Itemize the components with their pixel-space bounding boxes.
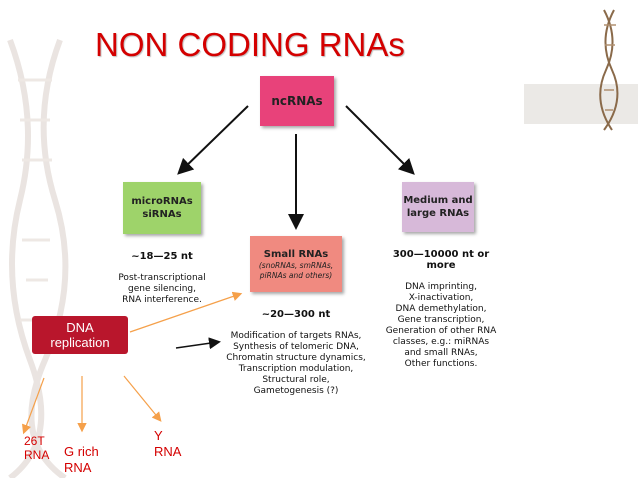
small-rna-node: Small RNAs (snoRNAs, smRNAs, piRNAs and … xyxy=(250,236,342,292)
dna-replication-line-1: DNA xyxy=(66,320,94,335)
microrna-range: ~18—25 nt xyxy=(131,251,193,262)
arrow-dna-to-y xyxy=(123,375,162,422)
leaf-26t-line-1: 26T xyxy=(24,434,45,448)
leaf-g-rich-rna: G rich RNA xyxy=(64,444,99,476)
arrow-dna-to-small xyxy=(129,291,243,333)
microrna-functions: Post-transcriptional gene silencing, RNA… xyxy=(118,273,206,305)
small-rna-functions: Modification of targets RNAs, Synthesis … xyxy=(226,331,366,396)
leaf-y-rna: Y RNA xyxy=(154,428,181,460)
leaf-grich-line-1: G rich xyxy=(64,444,99,459)
leaf-grich-line-2: RNA xyxy=(64,460,92,475)
dna-replication-box: DNA replication xyxy=(32,316,128,354)
arrow-dna-to-26t xyxy=(21,377,45,435)
small-rna-range: ~20—300 nt xyxy=(261,309,331,320)
dna-replication-line-2: replication xyxy=(50,335,110,350)
arrow-to-medium xyxy=(345,105,415,175)
leaf-y-line-2: RNA xyxy=(154,444,182,459)
large-rna-functions: DNA imprinting, X-inactivation, DNA deme… xyxy=(385,282,497,369)
small-rna-sub-2: piRNAs and others) xyxy=(259,270,333,280)
microrna-node: microRNAs siRNAs xyxy=(123,182,201,234)
leaf-26t-line-2: RNA xyxy=(24,448,50,462)
small-rna-description: ~20—300 nt Modification of targets RNAs,… xyxy=(220,298,372,408)
leaf-26t-rna: 26T RNA xyxy=(24,434,49,462)
leaf-y-line-1: Y xyxy=(154,428,163,443)
small-rna-label: Small RNAs xyxy=(263,248,329,260)
large-rna-range: 300—10000 nt or more xyxy=(392,249,490,271)
ncrna-label: ncRNAs xyxy=(271,94,323,108)
large-rna-label-2: large RNAs xyxy=(406,208,470,219)
small-rna-sub-1: (snoRNAs, smRNAs, xyxy=(258,260,334,270)
arrow-to-mirna xyxy=(177,105,249,175)
large-rna-node: Medium and large RNAs xyxy=(402,182,474,232)
microrna-description: ~18—25 nt Post-transcriptional gene sile… xyxy=(108,240,216,317)
microrna-label: microRNAs xyxy=(131,196,193,207)
arrow-to-chromatin xyxy=(175,337,221,350)
ncrna-node: ncRNAs xyxy=(260,76,334,126)
sirna-label: siRNAs xyxy=(142,209,182,220)
large-rna-label-1: Medium and xyxy=(403,195,473,206)
large-rna-description: 300—10000 nt or more DNA imprinting, X-i… xyxy=(378,238,504,381)
page-title: NON CODING RNAs xyxy=(95,26,405,63)
